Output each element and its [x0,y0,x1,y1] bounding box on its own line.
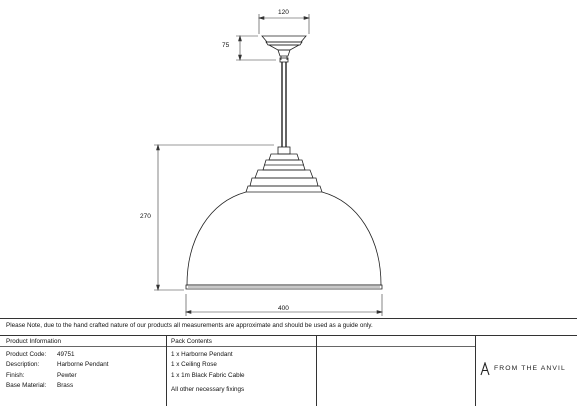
pack-item: All other necessary fixings [171,385,245,393]
base-material-value: Brass [57,381,74,389]
product-info-labels: Product Code: Description: Finish: Base … [6,350,46,391]
description-value: Harborne Pendant [57,361,109,369]
finish-label: Finish: [6,371,25,379]
column-divider-1 [166,335,167,406]
shade-dome [185,191,383,290]
pack-item: 1 x 1m Black Fabric Cable [171,371,245,379]
pack-item: 1 x Harborne Pendant [171,351,233,358]
table-top-rule [0,335,577,336]
product-code-label: Product Code: [6,351,47,358]
table-header-rule [0,346,475,347]
info-panel [0,318,577,407]
description-label: Description: [6,361,40,369]
product-info-values: 49751 Harborne Pendant Pewter Brass [57,350,108,391]
pack-contents-list: 1 x Harborne Pendant 1 x Ceiling Rose 1 … [171,350,245,395]
column-divider-3 [475,335,476,406]
product-code-value: 49751 [57,351,75,358]
finish-value: Pewter [57,371,77,379]
rose-height-label: 75 [222,42,230,49]
anvil-logo-icon [480,362,490,376]
pack-item: 1 x Ceiling Rose [171,361,217,369]
rose-width-label: 120 [278,9,289,16]
brand-name: FROM THE ANVIL [494,365,566,372]
shade-width-label: 400 [278,305,289,312]
ceiling-rose [261,35,307,63]
pendant-line-drawing [154,14,384,316]
fabric-cable [281,62,287,147]
shade-height-label: 270 [140,213,151,220]
product-info-heading: Product Information [6,338,61,345]
base-material-label: Base Material: [6,381,47,389]
shade-gallery [245,146,323,193]
column-divider-2 [316,335,317,406]
measurement-note: Please Note, due to the hand crafted nat… [6,322,373,329]
pack-contents-heading: Pack Contents [171,338,212,345]
